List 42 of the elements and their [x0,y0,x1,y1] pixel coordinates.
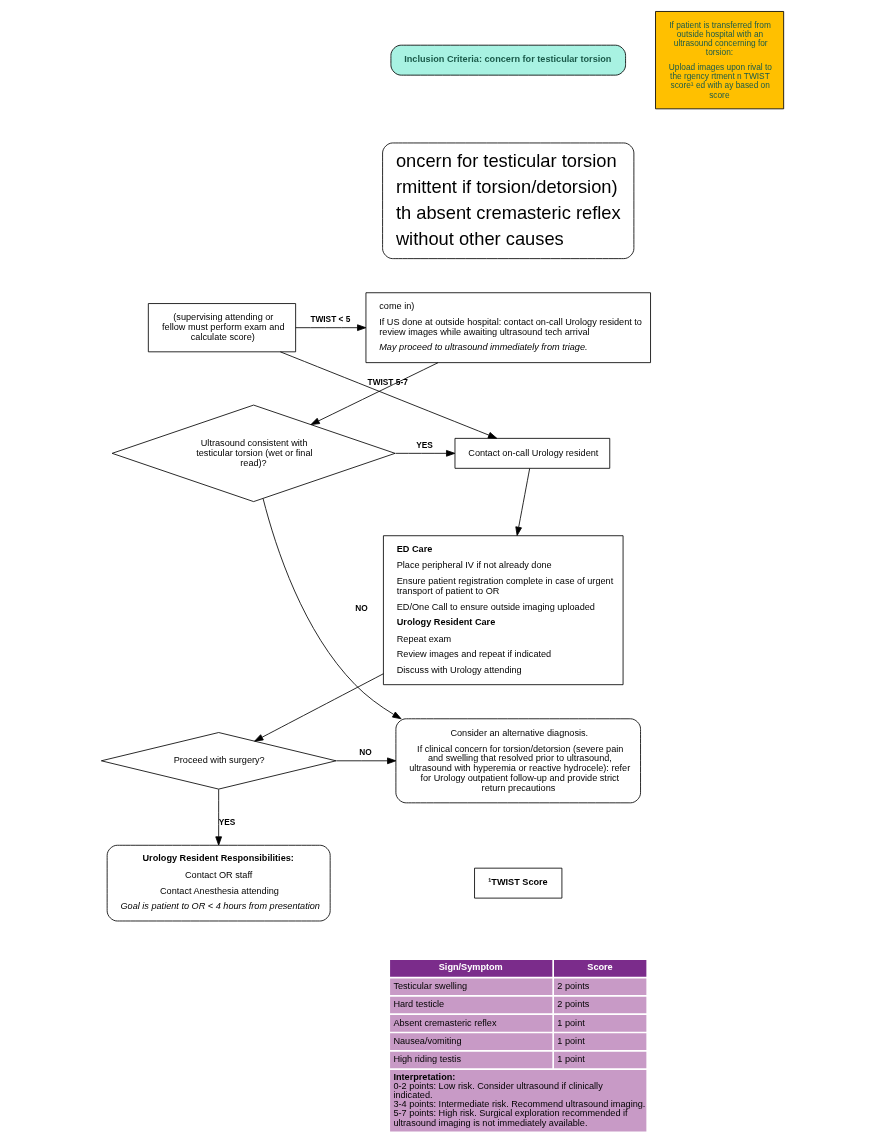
label: 2 points [556,999,589,1010]
label: 5-7 points: High risk. Surgical exploration recommended if ultrasound imaging is not immediately available. [392,1108,628,1128]
node-box: If patient is transferred from outside hospital with an ultrasound concerning for torsion: Upload images upon rival to the rgency rtment n TWIST score¹ ed with ay based on score [654,11,784,110]
arrow [310,362,438,425]
label: Hard testicle [392,999,444,1010]
arrow [262,498,401,720]
arrow [294,324,366,331]
label: Nausea/vomiting [392,1035,461,1046]
label: 1 point [556,1035,585,1046]
label: 3-4 points: Intermediate risk. Recommend ultrasound imaging. [392,1099,645,1110]
label: 0-2 points: Low risk. Consider ultrasound if clinically indicated. [392,1080,603,1101]
edge-label: YES [218,817,235,828]
label: Interpretation: [392,1071,455,1082]
label: Absent cremasteric reflex [392,1017,497,1028]
node-box: Inclusion Criteria: concern for testicular torsion [390,44,626,76]
label: 1 point [556,1054,585,1065]
node-diamond: Ultrasound consistent with testicular torsion (wet or final read)? [111,404,395,503]
arrow [279,351,497,439]
node-box: Urology Resident Responsibilities: Contact OR staff Contact Anesthesia attending Goal is patient to OR < 4 hours from presentation [106,844,331,922]
edge-label: TWIST 5-7 [367,377,408,388]
arrow [253,673,384,742]
arrow [514,468,530,536]
label: Sign/Symptom [438,961,503,972]
node-box: oncern for testicular torsion rmittent if torsion/detorsion) th absent cremasteric reflex without other causes [381,142,634,260]
node-box: ED Care Place peripheral IV if not already done Ensure patient registration complete in case of urgent transport of patient to OR ED/One Call to ensure outside imaging uploaded Urology Resident Care Repeat exam Review images and repeat if indicated Discuss with Urology attending [382,535,623,686]
node-box: Contact on-call Urology resident [454,437,610,469]
edge-label: TWIST < 5 [309,313,350,324]
edge-label: NO [354,603,368,614]
label: High riding testis [392,1054,461,1065]
label: 2 points [556,981,589,992]
arrow [394,450,455,457]
arrow [335,757,396,765]
edge-label: YES [415,439,433,450]
node-box: Consider an alternative diagnosis. If clinical concern for torsion/detorsion (severe pain and swelling that resolved prior to ultrasound, ultrasound with hyperemia or reactive hydrocele): refer for Urology outpatient follow-up and provide strict return precautions [395,718,641,804]
node-box: come in) If US done at outside hospital: contact on-call Urology resident to review images while awaiting ultrasound tech arrival May proceed to ultrasound immediately from triage. [365,292,651,364]
arrow [214,788,222,846]
node-box: ¹TWIST Score [473,867,562,899]
label: Score [586,961,613,972]
label: Testicular swelling [392,981,467,992]
label: 1 point [556,1017,585,1028]
edge-label: NO [358,746,372,757]
node-box: (supervising attending or fellow must perform exam and calculate score) [147,303,296,353]
